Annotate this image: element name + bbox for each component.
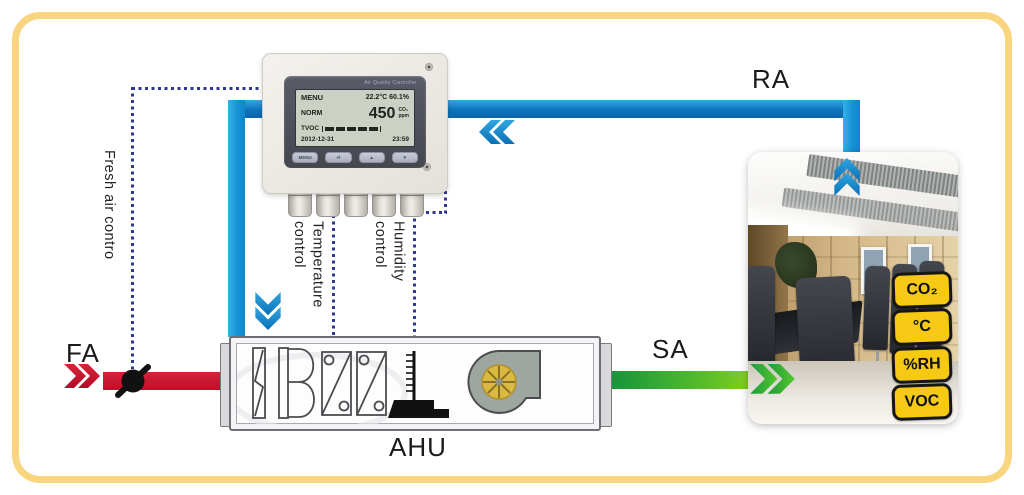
frame-border [12, 12, 1012, 483]
office-chair [862, 265, 891, 351]
voc-badge-label: VOC [904, 392, 940, 411]
enter-button: ⏎ [325, 152, 352, 163]
fresh-air-control-line-vertical [131, 87, 134, 369]
lcd-date-value: 2012-12-31 [301, 135, 335, 143]
humidity-badge: %RH [891, 345, 953, 385]
supply-air-label: SA [652, 334, 689, 364]
filter-icon [252, 347, 266, 419]
lcd-menu-label: MENU [301, 93, 324, 102]
lcd-co2-value: 450 [368, 104, 396, 122]
heating-coil-icon [356, 351, 387, 416]
controller-bezel: Air Quality Controller MENU 22.2°C 60.1%… [284, 76, 426, 168]
air-quality-controller: Air Quality Controller MENU 22.2°C 60.1%… [262, 53, 448, 194]
lcd-humidity-value: 60.1% [389, 94, 409, 101]
fresh-air-control-label: Fresh air contro [101, 150, 118, 260]
return-air-flow-up-icon [834, 158, 860, 196]
fresh-air-label: FA [66, 338, 100, 368]
lcd-temperature-value: 22.2°C [365, 94, 388, 101]
lcd-tvoc-label: TVOC [301, 125, 320, 133]
watermark [237, 352, 408, 424]
return-air-label: RA [752, 64, 791, 94]
voc-badge: VOC [891, 382, 953, 422]
humidity-badge-label: %RH [903, 355, 941, 374]
temperature-control-line [332, 215, 335, 352]
co2-badge: CO₂ [891, 270, 953, 310]
lcd-tvoc-bargraph [322, 125, 382, 133]
ahu-label: AHU [389, 432, 447, 462]
heat-exchanger-icon [278, 347, 315, 419]
supply-air-pipe [600, 371, 752, 389]
control-line-stub-horizontal [413, 211, 447, 214]
temperature-badge: °C [891, 307, 953, 347]
cooling-coil-icon [321, 351, 352, 416]
humidity-control-line [413, 212, 416, 350]
lcd-co2-unit: CO₂ [398, 107, 409, 114]
fan-icon [467, 350, 541, 414]
return-air-pipe-vertical-left [228, 100, 245, 337]
lcd-ppm-unit: ppm [398, 112, 409, 119]
lcd-mode-label: NORM [301, 110, 323, 118]
temperature-badge-label: °C [912, 317, 932, 336]
ahu-components [237, 347, 541, 424]
controller-brand-text: Air Quality Controller [364, 80, 417, 86]
control-line-stub-vertical [444, 191, 447, 213]
fresh-air-flow-icon [64, 364, 100, 388]
office-chair [748, 266, 776, 365]
co2-badge-label: CO₂ [906, 280, 938, 299]
humidifier-icon [388, 351, 449, 418]
fresh-air-control-line-horizontal [132, 87, 262, 90]
menu-button: MENU [292, 152, 319, 163]
return-air-flow-left-icon [479, 120, 515, 144]
screw-icon [425, 63, 433, 71]
down-button: ▼ [391, 152, 418, 163]
return-air-pipe-vertical-right [843, 100, 860, 154]
return-air-flow-down-icon [255, 292, 281, 330]
controller-button-row: MENU ⏎ ▲ ▼ [292, 152, 418, 163]
lcd-time-value: 23:59 [392, 135, 409, 143]
up-button: ▲ [358, 152, 385, 163]
screw-icon [423, 163, 431, 171]
controller-lcd: MENU 22.2°C 60.1% NORM 450 CO₂ ppm TVOC [295, 89, 415, 147]
supply-air-flow-icon [750, 364, 795, 394]
humidity-control-label: Humidity control [372, 221, 407, 282]
damper-valve-icon [115, 364, 151, 398]
temperature-control-label: Temperature control [291, 221, 326, 308]
